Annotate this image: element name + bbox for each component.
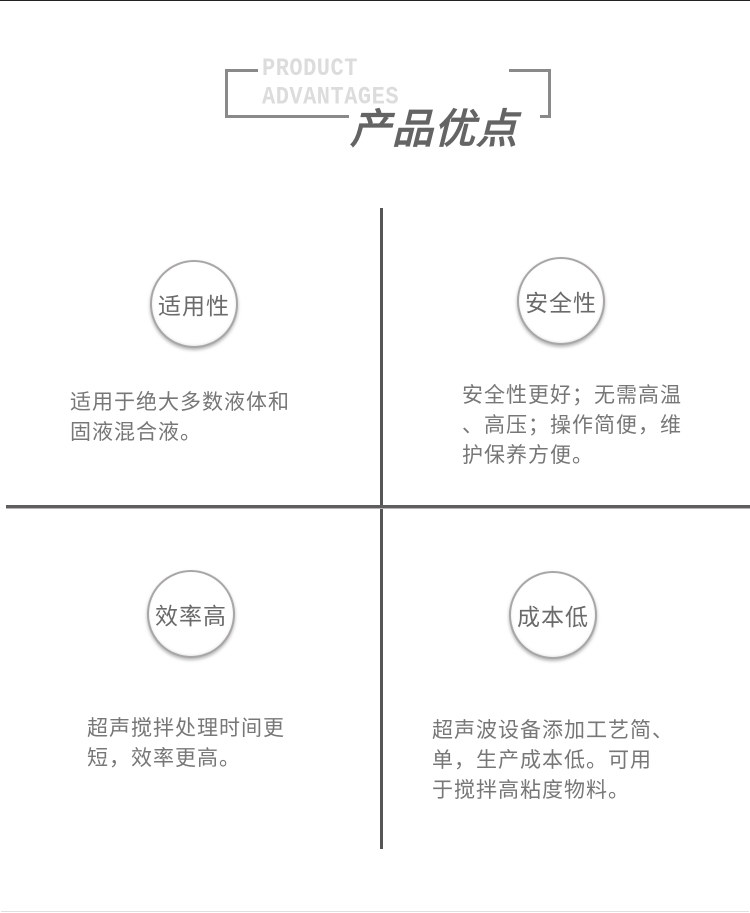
- advantage-badge-cost: 成本低: [509, 571, 597, 659]
- advantage-description-applicability: 适用于绝大多数液体和 固液混合液。: [70, 390, 290, 444]
- badge-label: 成本低: [517, 605, 589, 631]
- advantage-description-efficiency: 超声搅拌处理时间更 短，效率更高。: [87, 716, 285, 770]
- bottom-border: [1, 911, 749, 912]
- advantage-badge-safety: 安全性: [517, 257, 605, 345]
- vertical-divider: [380, 208, 383, 849]
- top-border: [0, 0, 750, 1]
- advantage-badge-efficiency: 效率高: [147, 570, 235, 658]
- horizontal-divider: [6, 505, 750, 508]
- badge-label: 效率高: [155, 604, 227, 630]
- badge-label: 安全性: [525, 291, 597, 317]
- badge-label: 适用性: [158, 294, 230, 320]
- advantage-description-safety: 安全性更好；无需高温 、高压；操作简便，维 护保养方便。: [462, 383, 682, 467]
- advantage-badge-applicability: 适用性: [150, 260, 238, 348]
- title-english: PRODUCT ADVANTAGES: [262, 54, 400, 112]
- advantage-description-cost: 超声波设备添加工艺简、 单，生产成本低。可用 于搅拌高粘度物料。: [432, 718, 674, 802]
- title-chinese: 产品优点: [350, 105, 518, 153]
